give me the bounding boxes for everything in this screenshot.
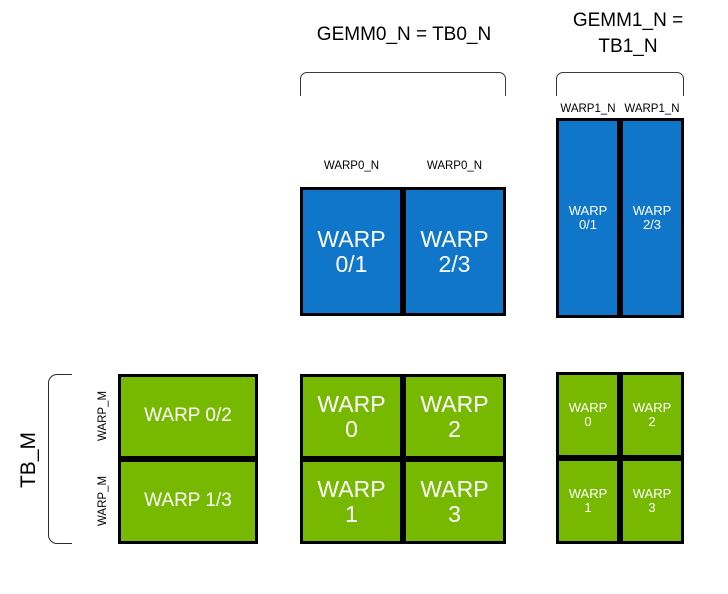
- gemm0-green-cell-0[interactable]: WARP 0: [300, 374, 403, 459]
- gemm0-green-block: WARP 0 WARP 2 WARP 1 WARP 3: [300, 374, 506, 544]
- gemm0-green-cell-2[interactable]: WARP 1: [300, 459, 403, 544]
- label-warp1-n-left: WARP1_N: [560, 103, 616, 115]
- heading-gemm0: GEMM0_N = TB0_N: [316, 24, 492, 45]
- gemm1-green-cell-2[interactable]: WARP 1: [556, 458, 620, 544]
- gemm0-blue-block: WARP 0/1 WARP 2/3: [300, 187, 506, 316]
- gemm1-blue-cell-0[interactable]: WARP 0/1: [556, 118, 620, 318]
- gemm1-blue-cell-1[interactable]: WARP 2/3: [620, 118, 684, 318]
- label-warp1-n-right: WARP1_N: [624, 103, 680, 115]
- label-warp-m-top: WARP_M: [97, 390, 109, 442]
- heading-gemm1: GEMM1_N = TB1_N: [572, 10, 684, 57]
- gemm0-blue-cell-0[interactable]: WARP 0/1: [300, 187, 403, 316]
- bracket-gemm0-top: [300, 72, 506, 96]
- gemm1-green-cell-0[interactable]: WARP 0: [556, 372, 620, 458]
- label-warp0-n-right: WARP0_N: [426, 160, 483, 172]
- gemm1-blue-block: WARP 0/1 WARP 2/3: [556, 118, 684, 318]
- gemm1-green-cell-1[interactable]: WARP 2: [620, 372, 684, 458]
- label-warp-m-bottom: WARP_M: [97, 475, 109, 527]
- gemm1-green-block: WARP 0 WARP 2 WARP 1 WARP 3: [556, 372, 684, 544]
- gemm0-blue-cell-1[interactable]: WARP 2/3: [403, 187, 506, 316]
- tb-m-green-block: WARP 0/2 WARP 1/3: [118, 374, 258, 544]
- gemm0-green-cell-3[interactable]: WARP 3: [403, 459, 506, 544]
- label-warp0-n-left: WARP0_N: [323, 160, 380, 172]
- tb-m-green-cell-0[interactable]: WARP 0/2: [118, 374, 258, 459]
- gemm1-green-cell-3[interactable]: WARP 3: [620, 458, 684, 544]
- bracket-tb-m: [48, 374, 72, 544]
- tb-m-green-cell-1[interactable]: WARP 1/3: [118, 459, 258, 544]
- bracket-gemm1-top: [556, 72, 684, 96]
- gemm0-green-cell-1[interactable]: WARP 2: [403, 374, 506, 459]
- label-tb-m: TB_M: [17, 432, 40, 489]
